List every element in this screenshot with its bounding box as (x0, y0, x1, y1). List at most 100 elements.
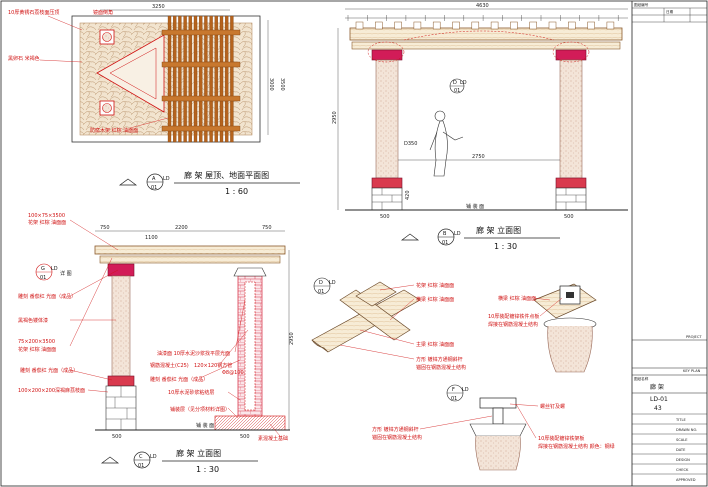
elev-c-dim-base-l: 500 (112, 434, 122, 440)
elev-c-section-core (244, 281, 256, 411)
elev-c-marker-detail: LD (150, 454, 157, 460)
titleblock-field-label: DESIGN (676, 458, 690, 462)
elev-c-leader (87, 389, 109, 393)
plan-note-cobble: 黑卵石 米褐色 (8, 55, 40, 62)
detail-d-beam-cross (339, 289, 411, 341)
titleblock-field-label: DRAWN NO. (676, 428, 697, 432)
elev-b-title: 廊 架 立面图 (476, 225, 521, 235)
titleblock-top-a: 图纸编号 (634, 2, 649, 7)
titleblock-field-label: CHECK (676, 468, 689, 472)
elev-c-lower-beam (99, 255, 281, 264)
elev-b-rafter-end (548, 21, 557, 30)
elev-c-note-purlin-spec: 75×200×3500 (18, 339, 55, 345)
detail-f-note-plate: 10厚装配镀锌铁架板 (538, 435, 584, 442)
plan-title: 廊 架 屋顶、地面平面图 (184, 170, 269, 180)
titleblock-top-b: 日期 (666, 9, 674, 14)
elev-c-top-beam (94, 245, 286, 255)
elev-b-rafter-end (490, 21, 499, 30)
elev-b-dim-base-h: 420 (405, 190, 411, 200)
plan-joist (199, 15, 203, 143)
elev-c-detail-marker-letter: G (41, 266, 45, 272)
elev-c-leader (227, 407, 239, 419)
elev-b-scale: 1 : 30 (494, 242, 517, 251)
elev-b-marker-sheet: 01 (442, 240, 448, 246)
elev-b-collar-right (555, 177, 587, 189)
plan-scale: 1 : 60 (225, 187, 248, 196)
elev-b-dim-coldia: D350 (404, 141, 417, 147)
plan-leader-2 (39, 59, 83, 63)
detail-d-marker-sheet: 01 (318, 289, 324, 295)
detail-f-note-anchor: 锚固在钢筋混凝土结构 (372, 434, 422, 441)
detail-d-leader (339, 344, 415, 360)
plan-joist (167, 15, 172, 143)
elev-c-collar-left (107, 375, 135, 387)
titleblock-field-label: SCALE (676, 438, 688, 442)
plan-joist (209, 15, 213, 143)
elev-b-cap-left (371, 49, 403, 61)
elev-c-note-purlin-paint: 花架 红棕 油面面 (18, 346, 56, 353)
detail-f-capital (469, 423, 527, 437)
detail-d-note-anchor: 锚固在钢筋混凝土结构 (416, 364, 466, 371)
detail-e-leader (533, 297, 551, 301)
detail-e-bolt (566, 292, 574, 298)
elev-c-leader (69, 369, 113, 381)
plan-marker-letter: A (152, 176, 156, 182)
plan-joist (183, 15, 187, 143)
elev-c-column-left (111, 275, 131, 377)
plan-north-triangle (118, 178, 138, 186)
elev-b-rafter-end (529, 21, 537, 30)
detail-f-leader (419, 415, 493, 430)
elev-b-grade-label: 铺 装 面 (466, 203, 484, 210)
elev-c-leader (199, 359, 241, 379)
detail-d-note-main: 主梁 红棕 油面面 (416, 341, 454, 348)
plan-wood-beams (161, 29, 241, 132)
elev-c-leader (219, 329, 249, 365)
titleblock-field-label: DATE (676, 448, 686, 452)
elev-c-north-triangle (100, 456, 120, 464)
plan-beam (161, 29, 241, 36)
plan-wood-joists (167, 15, 234, 143)
detail-f-shaft (475, 435, 521, 471)
titleblock-sheet-title-label: 图纸名称 (634, 376, 649, 381)
elev-b-detail-marker-letter: D (453, 80, 457, 86)
elev-c-leader (69, 219, 119, 251)
elev-c-scale: 1 : 30 (196, 465, 219, 474)
elev-c-leaders (69, 219, 281, 437)
elev-c-dim-w1: 750 (100, 225, 110, 231)
titleblock-project-label: PROJECT (686, 335, 702, 339)
plan-beam (161, 95, 241, 102)
elev-b-dim-base-r: 500 (564, 214, 574, 220)
elev-c-marker-sheet: 01 (138, 463, 144, 469)
elev-c-note-rebar: Φ8@100 (222, 370, 244, 376)
elev-b-rafter-end (432, 21, 441, 30)
detail-e-note-plate: 10厚装配镀锌铁件点板 (488, 313, 539, 320)
elev-b-dashed-arc-right (552, 41, 590, 63)
elev-c-note-plaster: 油漆面 10厚水泥沙浆找平层光面 (157, 350, 230, 357)
plan-joist (230, 15, 234, 143)
elev-c-cap-left (107, 263, 135, 277)
plan-joist (214, 15, 218, 143)
elev-b-marker-letter: B (443, 231, 447, 237)
detail-e-note-anchor: 焊接在钢筋混凝土结构 (488, 321, 538, 328)
elev-b-dim-ticks (347, 15, 619, 21)
elev-b-north-triangle (400, 233, 420, 241)
elev-c-note-carve-low: 雕刻 番茄红 光面（成品） (150, 376, 208, 383)
elev-b-rafter-end (355, 21, 364, 30)
plan-dim-top-label: 3250 (152, 4, 165, 10)
detail-d-marker-letter: D (319, 280, 323, 286)
plan-note-edge: 镜面倒角 (93, 9, 113, 16)
elev-c-note-mortar: 10厚水泥砂浆粘结层 (168, 389, 214, 396)
plan-note-stone: 10厚黄锈石荔枝面压顶 (8, 9, 59, 16)
plan-joist (219, 15, 224, 143)
plan-leader-1 (47, 15, 83, 31)
plan-joist (188, 15, 192, 143)
plan-joist (173, 15, 177, 143)
elev-c-detail-label: 详 图 (60, 270, 72, 277)
detail-e: 横梁 红棕 油面面 10厚装配镀锌铁件点板 焊接在钢筋混凝土结构 (488, 283, 597, 373)
plan-column-nw (102, 32, 112, 42)
detail-f-marker-detail: LD (462, 387, 469, 393)
elev-c-marker-letter: C (139, 454, 143, 460)
elev-b-dim-height: 2950 (332, 111, 338, 124)
plan-diamond-inner (109, 47, 157, 100)
